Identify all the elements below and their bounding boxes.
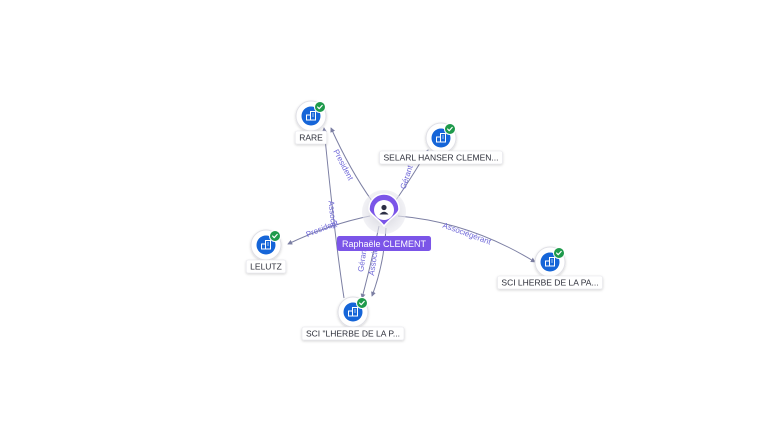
- relation-edge-sci2: [397, 215, 536, 263]
- company-label-sci2[interactable]: SCI LHERBE DE LA PA...: [497, 275, 603, 290]
- company-node-lelutz[interactable]: [250, 229, 282, 261]
- person-node[interactable]: [362, 190, 406, 234]
- person-label[interactable]: Raphaële CLEMENT: [336, 236, 432, 251]
- relation-label: Gérant: [356, 246, 368, 272]
- verified-check-icon: [356, 297, 368, 309]
- person-icon: [379, 204, 389, 215]
- relation-label: Associé: [327, 200, 339, 229]
- building-icon: [306, 111, 316, 121]
- company-label-selarl[interactable]: SELARL HANSER CLEMEN...: [379, 150, 503, 165]
- person-name: Raphaële CLEMENT: [342, 239, 427, 249]
- verified-check-icon: [444, 123, 456, 135]
- verified-check-icon: [553, 247, 565, 259]
- nodes-layer: RARE SELARL HANSER CLEMEN... LELUTZ SCI "LH…: [245, 100, 603, 341]
- relation-label: Gérant: [399, 163, 415, 190]
- company-name: SCI LHERBE DE LA PA...: [501, 278, 598, 288]
- company-label-lelutz[interactable]: LELUTZ: [245, 259, 287, 274]
- label-background: [245, 259, 287, 274]
- relation-edge-rare: [321, 127, 345, 299]
- label-background: [294, 130, 328, 145]
- company-node-selarl[interactable]: [425, 122, 457, 154]
- verified-check-icon: [314, 101, 326, 113]
- company-name: LELUTZ: [250, 262, 282, 272]
- company-node-rare[interactable]: [295, 100, 327, 132]
- company-label-rare[interactable]: RARE: [294, 130, 328, 145]
- company-name: SCI "LHERBE DE LA P...: [306, 329, 400, 339]
- building-icon: [261, 240, 271, 250]
- company-name: RARE: [299, 133, 323, 143]
- company-node-sci1[interactable]: [337, 296, 369, 328]
- label-background: [301, 326, 405, 341]
- company-label-sci1[interactable]: SCI "LHERBE DE LA P...: [301, 326, 405, 341]
- verified-check-icon: [269, 230, 281, 242]
- relation-edge-sci1: [371, 227, 387, 297]
- building-icon: [436, 133, 446, 143]
- relation-edge-rare: [330, 127, 373, 202]
- label-background: [379, 150, 503, 165]
- building-icon: [545, 257, 555, 267]
- company-node-sci2[interactable]: [534, 246, 566, 278]
- relation-label: Associé: [367, 247, 380, 277]
- building-icon: [348, 307, 358, 317]
- label-background: [497, 275, 603, 290]
- relation-edge-lelutz: [287, 215, 371, 245]
- person-label-background: [336, 236, 432, 251]
- company-name: SELARL HANSER CLEMEN...: [384, 153, 499, 163]
- relation-label: Associégérant: [441, 221, 492, 247]
